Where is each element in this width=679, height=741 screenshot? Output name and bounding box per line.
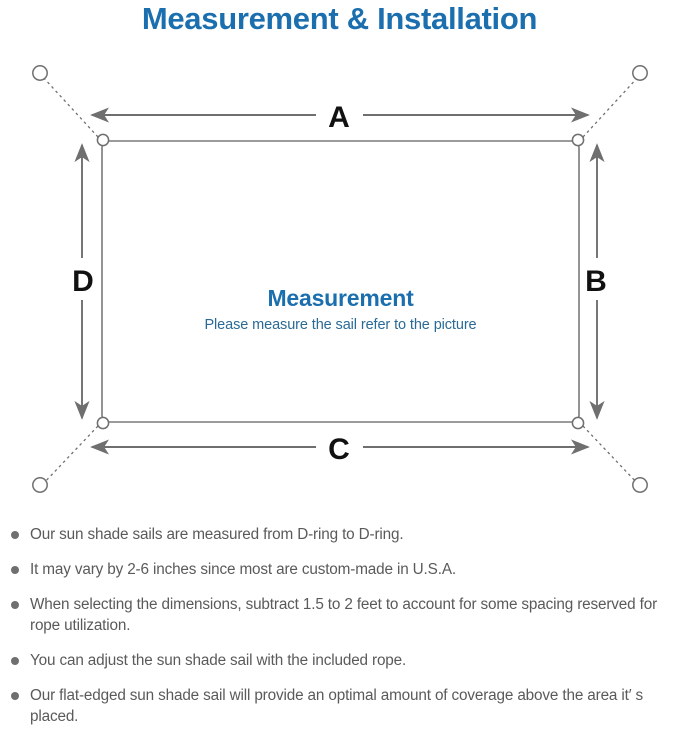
list-item: You can adjust the sun shade sail with t… (0, 650, 679, 671)
anchor-point-top-left (32, 65, 48, 81)
rope-bottom-right (582, 425, 640, 486)
sail-diagram: A C D B Measurement Please measure the s… (0, 44, 679, 514)
bullet-icon (11, 692, 19, 700)
d-ring-bottom-right (571, 416, 585, 430)
bullet-icon (11, 531, 19, 539)
list-item-text: Our sun shade sails are measured from D-… (30, 526, 404, 543)
sail-body (101, 140, 580, 423)
dimension-label-b: B (585, 265, 607, 298)
list-item-text: When selecting the dimensions, subtract … (30, 596, 658, 634)
rope-top-left (41, 75, 99, 138)
dimension-label-d: D (72, 265, 94, 298)
d-ring-top-left (96, 133, 110, 147)
d-ring-bottom-left (96, 416, 110, 430)
list-item: Our sun shade sails are measured from D-… (0, 524, 679, 545)
rope-bottom-left (41, 425, 99, 486)
bullet-icon (11, 657, 19, 665)
anchor-point-top-right (632, 65, 648, 81)
list-item: When selecting the dimensions, subtract … (0, 594, 679, 636)
list-item: Our flat-edged sun shade sail will provi… (0, 685, 679, 727)
page-title: Measurement & Installation (141, 1, 538, 36)
anchor-point-bottom-left (32, 477, 48, 493)
anchor-point-bottom-right (632, 477, 648, 493)
rope-top-right (582, 75, 640, 138)
list-item-text: Our flat-edged sun shade sail will provi… (30, 687, 644, 725)
dimension-label-a: A (328, 101, 350, 134)
dimension-label-c: C (328, 433, 350, 466)
list-item-text: You can adjust the sun shade sail with t… (30, 652, 407, 669)
notes-list: Our sun shade sails are measured from D-… (0, 524, 679, 741)
bullet-icon (11, 601, 19, 609)
list-item-text: It may vary by 2-6 inches since most are… (30, 561, 456, 578)
list-item: It may vary by 2-6 inches since most are… (0, 559, 679, 580)
sail-diagram-svg: A C D B (32, 65, 648, 493)
bullet-icon (11, 566, 19, 574)
d-ring-top-right (571, 133, 585, 147)
